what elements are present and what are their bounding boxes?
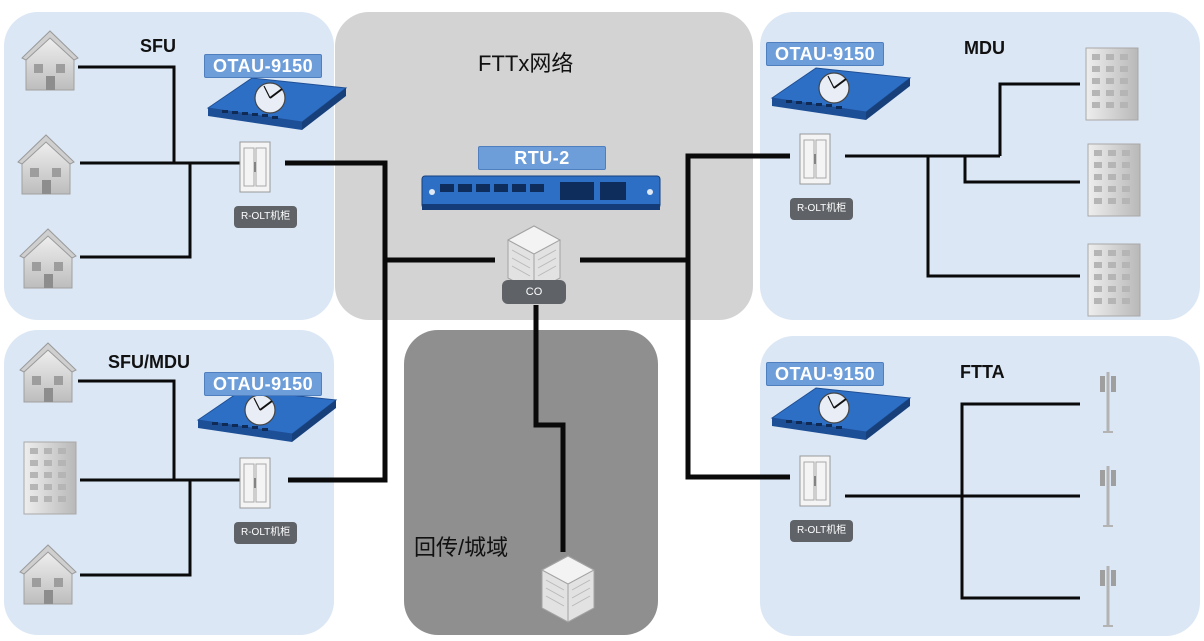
backhaul-panel	[404, 330, 658, 635]
building-icon	[1087, 143, 1141, 217]
otau-badge-ftta: OTAU-9150	[766, 362, 885, 386]
antenna-tower-icon	[1098, 564, 1118, 628]
rtu-rack-icon	[421, 175, 661, 210]
house-icon	[17, 134, 75, 195]
ftta-panel	[760, 336, 1200, 636]
otau-badge-sfu: OTAU-9150	[204, 54, 323, 78]
olt-cabinet-icon	[239, 457, 271, 509]
fttx-title: FTTx网络	[478, 51, 574, 76]
house-icon	[21, 30, 79, 91]
antenna-tower-icon	[1098, 370, 1118, 434]
backhaul-title: 回传/城域	[414, 535, 509, 560]
olt-cabinet-label: R-OLT机柜	[790, 198, 854, 220]
otau-switch-icon	[771, 67, 911, 121]
house-icon	[19, 228, 77, 289]
otau-badge-sfu-mdu: OTAU-9150	[204, 372, 323, 396]
rtu-badge: RTU-2	[478, 146, 606, 170]
olt-cabinet-label: R-OLT机柜	[234, 522, 298, 544]
sfu-label: SFU	[140, 36, 176, 56]
building-icon	[23, 441, 77, 515]
building-icon	[1085, 47, 1139, 121]
olt-cabinet-label: R-OLT机柜	[790, 520, 854, 542]
ftta-label: FTTA	[960, 362, 1005, 382]
antenna-tower-icon	[1098, 464, 1118, 528]
olt-cabinet-icon	[799, 133, 831, 185]
otau-switch-icon	[771, 387, 911, 441]
otau-badge-mdu: OTAU-9150	[766, 42, 885, 66]
house-icon	[19, 342, 77, 403]
olt-cabinet-label: R-OLT机柜	[234, 206, 298, 228]
otau-switch-icon	[197, 389, 337, 443]
otau-switch-icon	[207, 77, 347, 131]
co-label: CO	[502, 280, 566, 304]
olt-cabinet-icon	[239, 141, 271, 193]
server-block-icon	[541, 555, 595, 623]
mdu-label: MDU	[964, 38, 1005, 58]
house-icon	[19, 544, 77, 605]
olt-cabinet-icon	[799, 455, 831, 507]
building-icon	[1087, 243, 1141, 317]
sfu-mdu-label: SFU/MDU	[108, 352, 190, 372]
